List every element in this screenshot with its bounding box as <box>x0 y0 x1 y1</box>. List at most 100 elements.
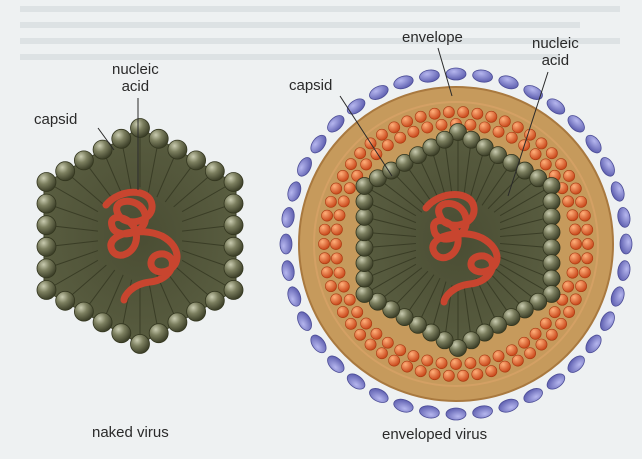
lipid-bead <box>408 126 419 137</box>
capsomere <box>356 255 373 272</box>
glycoprotein-spike <box>472 404 494 419</box>
lipid-bead <box>331 253 342 264</box>
capsomere <box>543 178 560 195</box>
glycoprotein-spike <box>392 74 415 92</box>
capsomere <box>356 270 373 287</box>
glycoprotein-spike <box>280 234 292 254</box>
lipid-bead <box>321 210 332 221</box>
lipid-bead <box>575 281 586 292</box>
capsomere <box>205 162 224 181</box>
lipid-bead <box>570 183 581 194</box>
capsomere <box>356 208 373 225</box>
glycoprotein-spike <box>598 310 618 333</box>
capsomere <box>543 239 560 256</box>
lipid-bead <box>530 328 541 339</box>
lipid-bead <box>579 267 590 278</box>
lipid-bead <box>567 267 578 278</box>
capsomere <box>224 173 243 192</box>
capsomere <box>224 237 243 256</box>
lipid-bead <box>570 294 581 305</box>
glycoprotein-spike <box>324 353 347 376</box>
glycoprotein-spike <box>583 332 604 355</box>
glycoprotein-spike <box>295 310 315 333</box>
capsomere <box>168 313 187 332</box>
lipid-bead <box>479 122 490 133</box>
lipid-bead <box>331 294 342 305</box>
capsomere <box>112 129 131 148</box>
lipid-bead <box>376 129 387 140</box>
lipid-bead <box>355 329 366 340</box>
lipid-bead <box>563 281 574 292</box>
lipid-bead <box>443 370 454 381</box>
lipid-bead <box>376 348 387 359</box>
glycoprotein-spike <box>598 155 618 178</box>
glycoprotein-spike <box>620 234 632 254</box>
capsomere <box>131 119 150 138</box>
lipid-bead <box>570 253 581 264</box>
lipid-bead <box>345 318 356 329</box>
capsomere <box>543 193 560 210</box>
enveloped-nucleic-acid-label: nucleic acid <box>532 35 579 69</box>
lipid-bead <box>338 196 349 207</box>
lipid-bead <box>429 369 440 380</box>
capsomere <box>37 281 56 300</box>
lipid-bead <box>344 183 355 194</box>
lipid-bead <box>472 369 483 380</box>
lipid-bead <box>564 170 575 181</box>
capsomere <box>356 286 373 303</box>
glycoprotein-spike <box>367 386 390 406</box>
glycoprotein-spike <box>616 260 631 282</box>
lipid-bead <box>555 318 566 329</box>
capsomere <box>37 237 56 256</box>
lipid-bead <box>540 159 551 170</box>
lipid-bead <box>524 348 535 359</box>
capsomere <box>436 131 453 148</box>
lipid-bead <box>337 306 348 317</box>
lipid-bead <box>415 111 426 122</box>
lipid-bead <box>519 337 530 348</box>
capsomere <box>543 208 560 225</box>
lipid-bead <box>479 355 490 366</box>
lipid-bead <box>325 196 336 207</box>
lipid-bead <box>361 159 372 170</box>
capsomere <box>356 224 373 241</box>
lipid-bead <box>436 119 447 130</box>
glycoprotein-spike <box>544 371 567 392</box>
capsomere <box>37 194 56 213</box>
lipid-bead <box>389 355 400 366</box>
lipid-bead <box>465 358 476 369</box>
glycoprotein-spike <box>392 397 415 415</box>
lipid-bead <box>371 328 382 339</box>
lipid-bead <box>570 238 581 249</box>
lipid-bead <box>334 267 345 278</box>
capsomere <box>224 194 243 213</box>
glycoprotein-spike <box>616 207 631 229</box>
capsomere <box>74 302 93 321</box>
lipid-bead <box>408 351 419 362</box>
lipid-bead <box>549 307 560 318</box>
lipid-bead <box>334 210 345 221</box>
lipid-bead <box>546 148 557 159</box>
enveloped-virus-caption: enveloped virus <box>382 426 487 443</box>
lipid-bead <box>579 210 590 221</box>
lipid-bead <box>422 355 433 366</box>
glycoprotein-spike <box>286 180 304 203</box>
lipid-bead <box>330 238 341 249</box>
lipid-bead <box>582 238 593 249</box>
naked-virus-caption: naked virus <box>92 424 169 441</box>
glycoprotein-spike <box>419 69 441 84</box>
lipid-bead <box>365 339 376 350</box>
capsomere <box>187 302 206 321</box>
capsomere <box>37 173 56 192</box>
lipid-bead <box>395 132 406 143</box>
capsomere <box>168 140 187 159</box>
capsomere <box>74 151 93 170</box>
background-page-text <box>20 6 620 60</box>
naked-capsid-label: capsid <box>34 111 77 128</box>
glycoprotein-spike <box>446 68 466 80</box>
lipid-bead <box>563 196 574 207</box>
lipid-bead <box>345 159 356 170</box>
capsomere <box>543 270 560 287</box>
lipid-bead <box>499 361 510 372</box>
glycoprotein-spike <box>344 96 367 117</box>
